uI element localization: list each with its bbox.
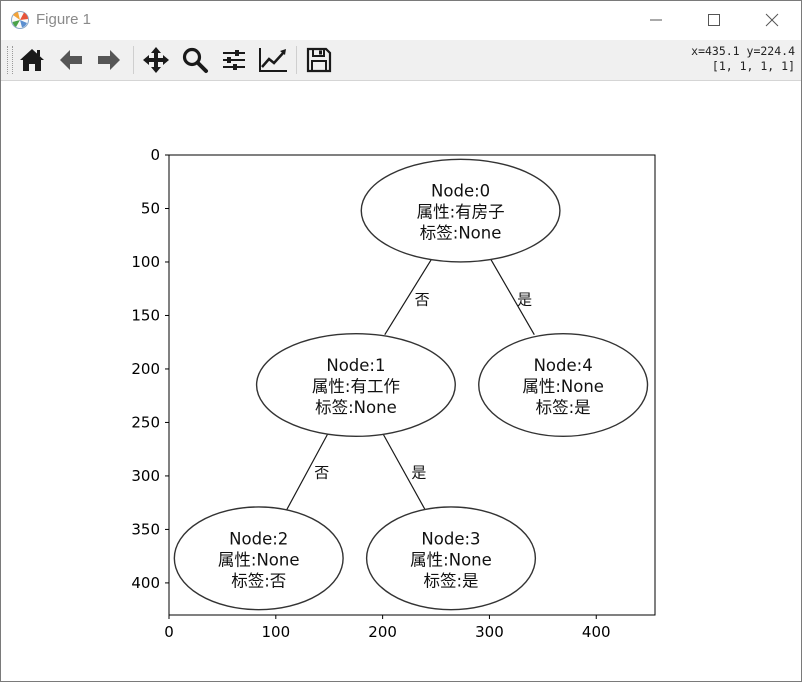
tree-edges: 否是否是 xyxy=(285,258,535,511)
toolbar-separator xyxy=(133,46,134,74)
node-text-line: Node:0 xyxy=(431,182,490,201)
home-button[interactable] xyxy=(16,44,48,76)
node-text-line: 属性:None xyxy=(218,550,300,569)
tree-nodes: Node:0属性:有房子标签:NoneNode:1属性:有工作标签:NoneNo… xyxy=(173,158,649,611)
node-text-line: Node:4 xyxy=(534,356,593,375)
x-tick-label: 400 xyxy=(582,623,611,641)
node-text-line: 标签:是 xyxy=(423,571,478,590)
y-tick-label: 150 xyxy=(131,306,160,324)
node-text-line: 标签:None xyxy=(420,224,502,243)
node-ellipse xyxy=(478,332,649,438)
edge-label: 否 xyxy=(415,290,430,308)
tree-node-4: Node:4 属性:None 标签:是 xyxy=(478,332,649,438)
window-title: Figure 1 xyxy=(36,11,92,28)
zoom-button[interactable] xyxy=(179,44,211,76)
cursor-rgba-text: [1, 1, 1, 1] xyxy=(711,59,795,73)
pan-move-icon xyxy=(143,47,169,73)
y-tick-label: 300 xyxy=(131,467,160,485)
y-tick-label: 50 xyxy=(141,199,160,217)
configure-subplots-button[interactable] xyxy=(218,44,250,76)
node-text-line: Node:2 xyxy=(229,529,288,548)
edge-line xyxy=(384,258,433,336)
node-text-line: 属性:有房子 xyxy=(417,203,505,222)
node-text-line: Node:3 xyxy=(421,529,480,548)
configure-subplots-icon xyxy=(223,50,245,70)
maximize-icon xyxy=(708,14,720,26)
y-tick-label: 250 xyxy=(131,413,160,431)
edge-label: 是 xyxy=(517,290,532,308)
x-tick-label: 0 xyxy=(164,623,174,641)
edge-label: 是 xyxy=(411,464,426,482)
edge-line xyxy=(285,432,329,511)
forward-button[interactable] xyxy=(93,44,125,76)
edit-axis-button[interactable] xyxy=(257,44,289,76)
navigation-toolbar: x=435.1 y=224.4[1, 1, 1, 1] xyxy=(1,40,801,81)
node-ellipse xyxy=(365,506,537,611)
tree-node-3: Node:3 属性:None 标签:是 xyxy=(365,506,537,611)
tree-node-2: Node:2 属性:None 标签:否 xyxy=(173,506,344,611)
close-button[interactable] xyxy=(743,1,801,39)
y-tick-label: 350 xyxy=(131,520,160,538)
x-tick-label: 300 xyxy=(475,623,504,641)
toolbar-separator xyxy=(296,46,297,74)
edge-label: 否 xyxy=(314,464,329,482)
minimize-button[interactable] xyxy=(627,1,685,39)
forward-arrow-icon xyxy=(98,50,120,70)
y-tick-label: 0 xyxy=(150,146,160,164)
node-ellipse xyxy=(360,158,561,263)
axis-ticks: 0 100 200 300 400 0 50 100 150 200 250 300 350 400 xyxy=(131,146,610,641)
node-text-line: 属性:None xyxy=(410,550,492,569)
back-arrow-icon xyxy=(60,50,82,70)
node-text-line: 标签:是 xyxy=(536,398,591,417)
minimize-icon xyxy=(650,19,662,21)
save-button[interactable] xyxy=(303,44,335,76)
maximize-button[interactable] xyxy=(685,1,743,39)
y-tick-label: 100 xyxy=(131,253,160,271)
title-bar[interactable]: Figure 1 xyxy=(1,1,801,39)
edge-line xyxy=(489,258,535,336)
x-tick-label: 100 xyxy=(261,623,290,641)
node-ellipse xyxy=(173,506,344,611)
y-tick-label: 400 xyxy=(131,574,160,592)
node-text-line: 属性:有工作 xyxy=(312,377,400,396)
cursor-xy-text: x=435.1 y=224.4 xyxy=(691,44,795,58)
save-floppy-icon xyxy=(306,47,332,73)
node-text-line: 标签:否 xyxy=(231,571,286,590)
node-text-line: Node:1 xyxy=(326,356,385,375)
matplotlib-logo-icon xyxy=(10,10,30,30)
zoom-magnifier-icon xyxy=(182,47,208,73)
home-icon xyxy=(20,49,44,71)
edit-axis-icon xyxy=(259,48,287,72)
axes-frame xyxy=(168,154,656,616)
x-tick-label: 200 xyxy=(368,623,397,641)
cursor-coordinates-readout: x=435.1 y=224.4[1, 1, 1, 1] xyxy=(691,44,795,74)
pan-button[interactable] xyxy=(140,44,172,76)
edge-line xyxy=(382,432,426,511)
node-text-line: 标签:None xyxy=(315,398,397,417)
node-text-line: 属性:None xyxy=(522,377,604,396)
node-ellipse xyxy=(255,332,456,438)
back-button[interactable] xyxy=(55,44,87,76)
close-icon xyxy=(765,13,779,27)
toolbar-grip[interactable] xyxy=(7,46,13,74)
y-tick-label: 200 xyxy=(131,360,160,378)
